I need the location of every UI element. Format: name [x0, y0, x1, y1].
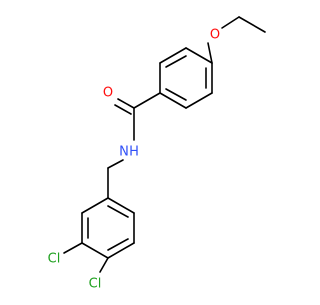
atom-nitrogen: N: [119, 145, 129, 160]
bond-ring2-d-inner: [107, 238, 129, 251]
atom-chlorine-1: Cl: [48, 252, 61, 267]
bond-n-ch2: [107, 159, 124, 169]
bond-ring2-f: [107, 197, 135, 214]
bond-ring1-d: [159, 92, 187, 109]
bond-ring1-b-inner: [165, 55, 187, 68]
bond-cl-1: [63, 242, 83, 254]
bond-ring2-a: [81, 197, 109, 214]
atom-oxygen-carbonyl: O: [103, 86, 113, 101]
bond-ch3-ch2: [238, 16, 266, 33]
molecule-structure: O O N H Cl Cl: [48, 16, 266, 292]
bond-co-1: [117, 98, 135, 109]
bond-ring1-e: [185, 92, 213, 109]
atom-chlorine-2: Cl: [89, 277, 102, 292]
atom-oxygen-ether: O: [210, 28, 220, 43]
bonds: [63, 16, 266, 273]
bond-ring1-b: [159, 47, 187, 64]
bond-o-ring: [207, 42, 213, 64]
bond-ring1-d-inner: [165, 88, 187, 101]
bond-ch2-o: [221, 16, 240, 29]
bond-ring2-f-inner: [107, 205, 129, 218]
bond-ring-carbonyl: [133, 92, 161, 109]
bond-co-2: [114, 104, 132, 115]
bond-ring1-a: [185, 47, 213, 64]
bond-cl-2: [99, 257, 109, 273]
bond-ring2-c: [81, 242, 109, 259]
atom-nitrogen-hydrogen: H: [129, 145, 139, 160]
structure-canvas: O O N H Cl Cl: [48, 16, 266, 292]
bond-ring2-d: [107, 242, 135, 259]
